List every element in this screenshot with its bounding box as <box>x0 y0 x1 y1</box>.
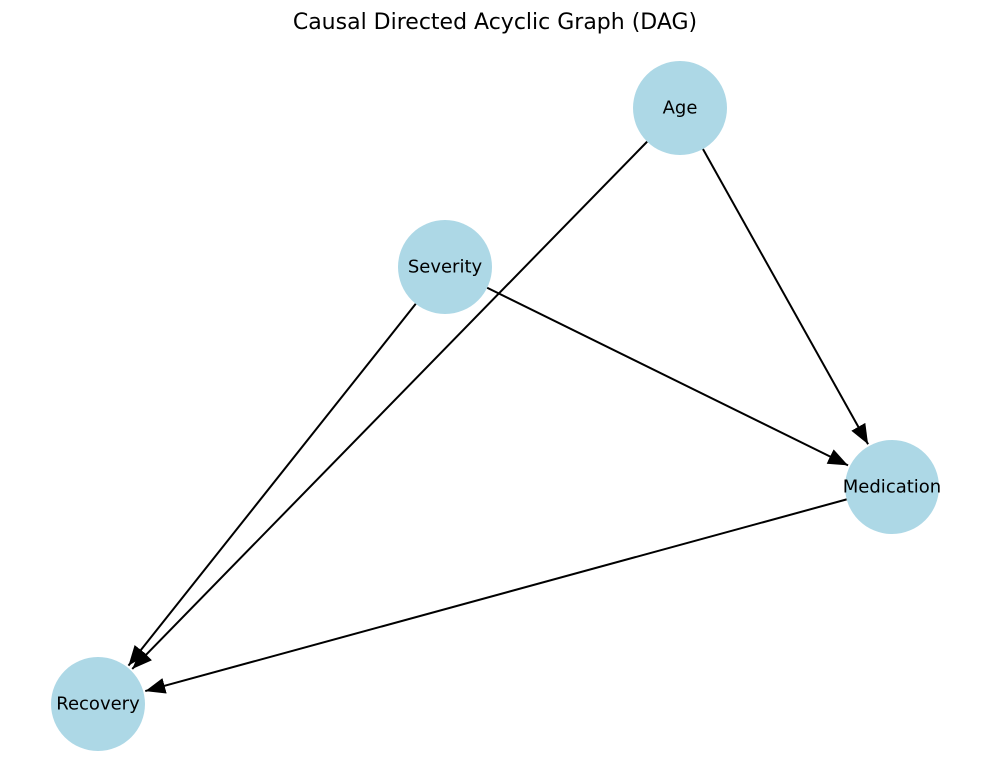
node-circle-medication <box>845 440 939 534</box>
node-circle-age <box>633 61 727 155</box>
node-label-recovery: Recovery <box>56 694 140 715</box>
edge-severity-to-recovery <box>127 303 417 667</box>
node-circle-severity <box>398 220 492 314</box>
edges-layer <box>127 140 869 694</box>
node-severity: Severity <box>398 220 492 314</box>
node-circle-recovery <box>51 657 145 751</box>
node-label-age: Age <box>663 98 698 119</box>
diagram-title: Causal Directed Acyclic Graph (DAG) <box>292 10 698 35</box>
node-recovery: Recovery <box>51 657 145 751</box>
node-age: Age <box>633 61 727 155</box>
edge-age-to-recovery <box>131 140 648 670</box>
edge-age-to-medication <box>702 148 869 445</box>
node-label-medication: Medication <box>843 477 941 498</box>
node-label-severity: Severity <box>408 257 483 278</box>
node-medication: Medication <box>843 440 941 534</box>
edge-medication-to-recovery <box>145 498 847 694</box>
edge-severity-to-medication <box>486 286 849 467</box>
